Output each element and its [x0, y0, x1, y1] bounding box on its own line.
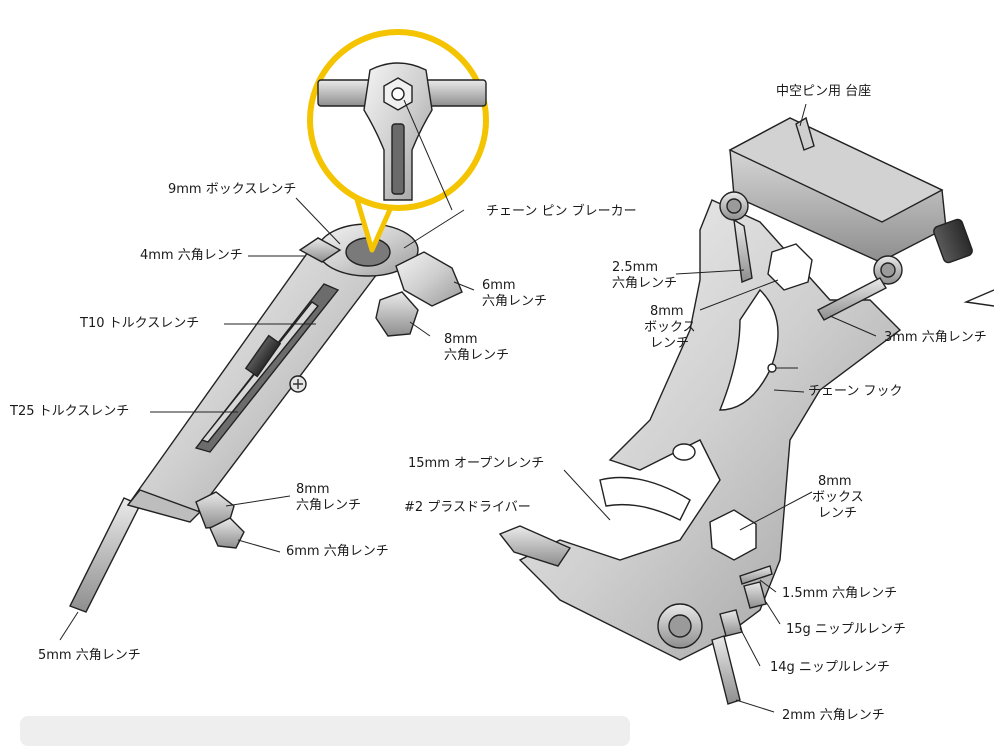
hex-2mm-arm — [711, 635, 741, 705]
label-torx-t25: T25 トルクスレンチ — [10, 404, 130, 419]
label-open-15mm: 15mm オープンレンチ — [408, 456, 545, 471]
nipple-15g — [743, 581, 767, 609]
hex-1-5mm-arm — [739, 565, 773, 585]
label-hex-3mm: 3mm 六角レンチ — [884, 330, 987, 345]
hex-8mm-arm-top — [375, 291, 419, 337]
label-hex-8mm-top-line1: 8mm — [444, 332, 478, 347]
label-hollow-pin-base: 中空ピン用 台座 — [776, 84, 872, 99]
plate-rivet — [767, 363, 777, 373]
label-hex-2-5mm-line2: 六角レンチ — [612, 276, 678, 291]
label-nipple-14g: 14g ニップルレンチ — [770, 660, 890, 675]
label-hex-2mm: 2mm 六角レンチ — [782, 708, 885, 723]
label-box-8mm-bottom-line2: ボックス — [812, 490, 864, 505]
label-box-8mm-bottom-line1: 8mm — [818, 474, 852, 489]
label-box-8mm-top-line1: 8mm — [650, 304, 684, 319]
open-wrench-slot — [599, 476, 691, 521]
label-box-8mm-bottom-line3: レンチ — [818, 506, 858, 521]
label-nipple-15g: 15g ニップルレンチ — [786, 622, 906, 637]
label-box-8mm-top-line2: ボックス — [644, 320, 696, 335]
label-box-8mm-top-line3: レンチ — [650, 336, 690, 351]
label-chain-hook: チェーン フック — [808, 384, 903, 399]
box-8mm-top-hole — [767, 243, 813, 291]
chain-tool-top — [728, 117, 944, 223]
hex-6mm-nub-bottom — [209, 517, 245, 549]
label-hex-6mm-top-line1: 6mm — [482, 278, 516, 293]
label-torx-t10: T10 トルクスレンチ — [80, 316, 200, 331]
chain-hook-cutout — [718, 288, 779, 411]
right-multitool — [498, 116, 973, 705]
label-hex-2-5mm-line1: 2.5mm — [612, 260, 659, 275]
plate-hole — [672, 443, 696, 461]
box-8mm-bottom-hole — [709, 509, 757, 561]
right-tool-plate — [518, 199, 902, 661]
label-box-9mm: 9mm ボックスレンチ — [168, 182, 297, 197]
label-phillips-2: #2 プラスドライバー — [404, 500, 531, 515]
hex-5mm-bit — [69, 497, 141, 613]
phillips-bit — [498, 525, 572, 567]
hex-3mm-arm — [817, 277, 887, 321]
label-hex-1-5mm: 1.5mm 六角レンチ — [782, 586, 898, 601]
left-tool-collar — [126, 489, 202, 523]
zoom-callout — [307, 29, 489, 253]
label-chain-pin-breaker: チェーン ピン ブレーカー — [486, 204, 637, 219]
hex-2-5mm-arm — [733, 218, 753, 283]
chain-tool-knob — [933, 218, 973, 264]
hex-4mm-arm — [298, 237, 342, 263]
hex-8mm-nub-bottom — [195, 491, 235, 529]
leader-lines — [59, 99, 877, 713]
label-hex-8mm-top-line2: 六角レンチ — [444, 348, 510, 363]
torx-clip — [244, 334, 282, 378]
label-hex-6mm-bottom: 6mm 六角レンチ — [286, 544, 389, 559]
caption-bar — [20, 716, 630, 746]
label-hex-4mm: 4mm 六角レンチ — [140, 248, 243, 263]
label-hex-8mm-bottom-line1: 8mm — [296, 482, 330, 497]
label-hex-5mm: 5mm 六角レンチ — [38, 648, 141, 663]
edge-arrow — [963, 289, 994, 307]
hex-6mm-arm-top — [395, 251, 463, 307]
label-hex-8mm-bottom-line2: 六角レンチ — [296, 498, 362, 513]
label-hex-6mm-top-line2: 六角レンチ — [482, 294, 548, 309]
